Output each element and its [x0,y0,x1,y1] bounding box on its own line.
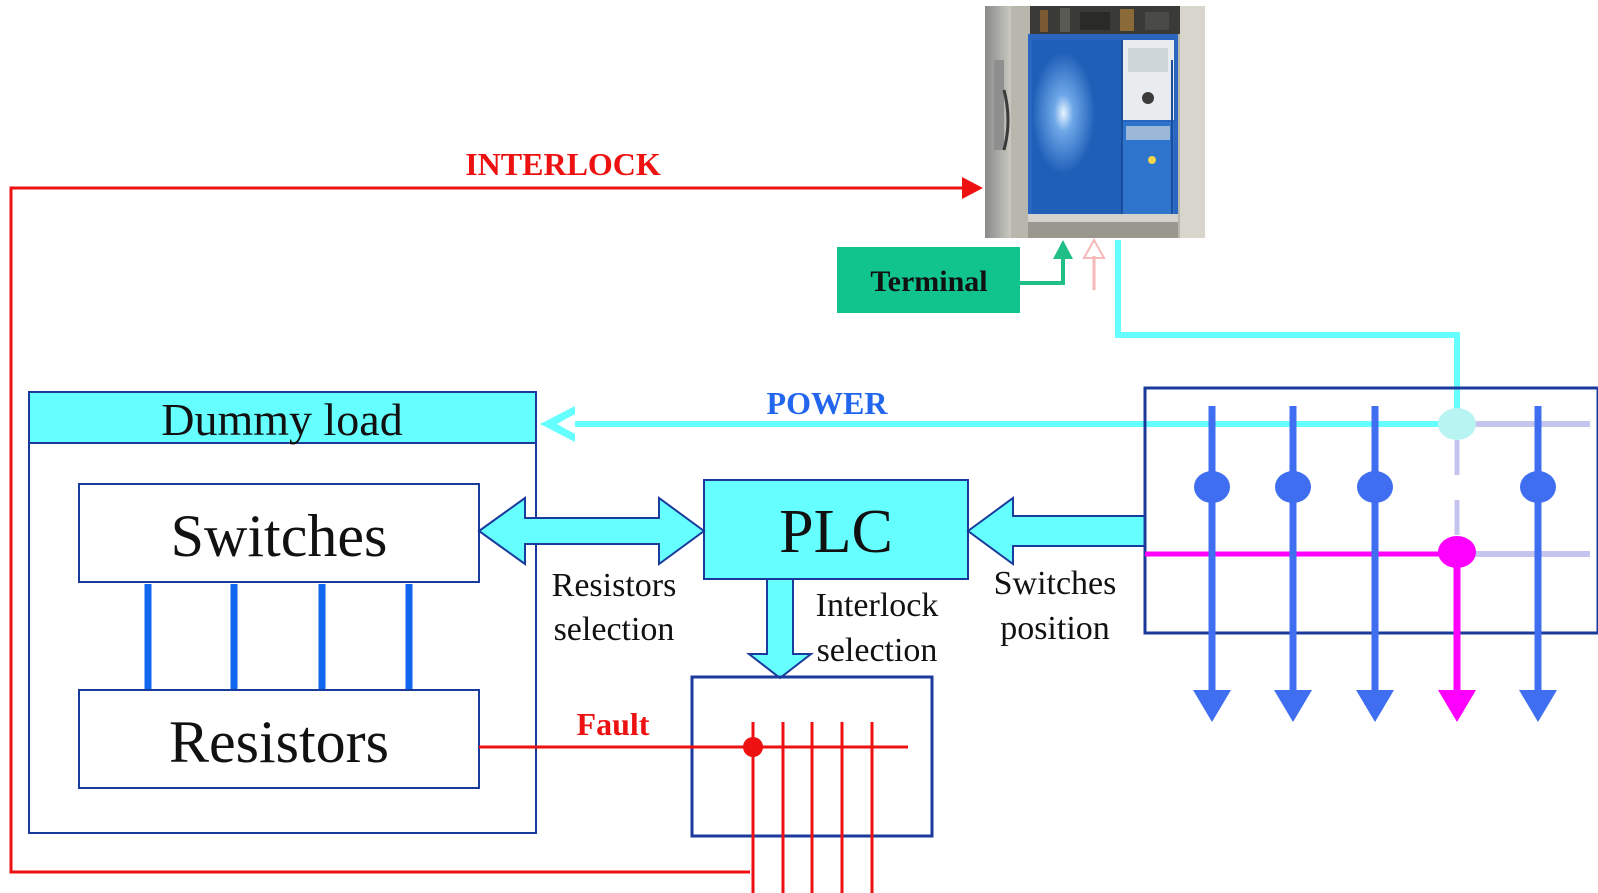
distribution-feeders [1193,406,1557,722]
resistors-selection-arrow [477,496,706,566]
interlock-selection-arrow [746,578,814,680]
switch-resistor-links [144,584,413,690]
power-label: POWER [767,385,889,421]
interlock-loop [9,177,983,874]
switches-position-line1: Switches [994,565,1117,602]
resistors-selection-line2: selection [554,611,675,648]
switchgear-inactive-bars [1454,421,1590,557]
selected-feeder [1438,536,1476,722]
fault-junction [743,737,763,757]
terminal-link-arrow [1020,240,1073,285]
resistors-selection-line1: Resistors [552,567,677,604]
terminal-label: Terminal [870,265,987,298]
interlock-label: INTERLOCK [465,146,661,182]
dummy-load-title: Dummy load [161,394,402,445]
switches-label: Switches [171,503,388,569]
switches-position-line2: position [1000,610,1110,647]
plc-label: PLC [779,498,893,566]
faint-arrow [1082,237,1106,290]
resistors-box[interactable] [78,689,480,789]
switches-position-arrow [966,496,1146,566]
fault-label: Fault [577,706,650,742]
interlock-selection-line2: selection [817,632,938,669]
plc-box[interactable] [703,479,969,580]
terminal-box[interactable] [837,247,1020,313]
switches-box[interactable] [78,483,480,583]
resistors-label: Resistors [169,709,389,775]
dummy-load-header [28,391,537,444]
interlock-selection-line1: Interlock [816,587,939,624]
power-flow-line [540,240,1460,442]
power-cabinet-photo [985,6,1205,238]
power-junction [1438,408,1476,440]
